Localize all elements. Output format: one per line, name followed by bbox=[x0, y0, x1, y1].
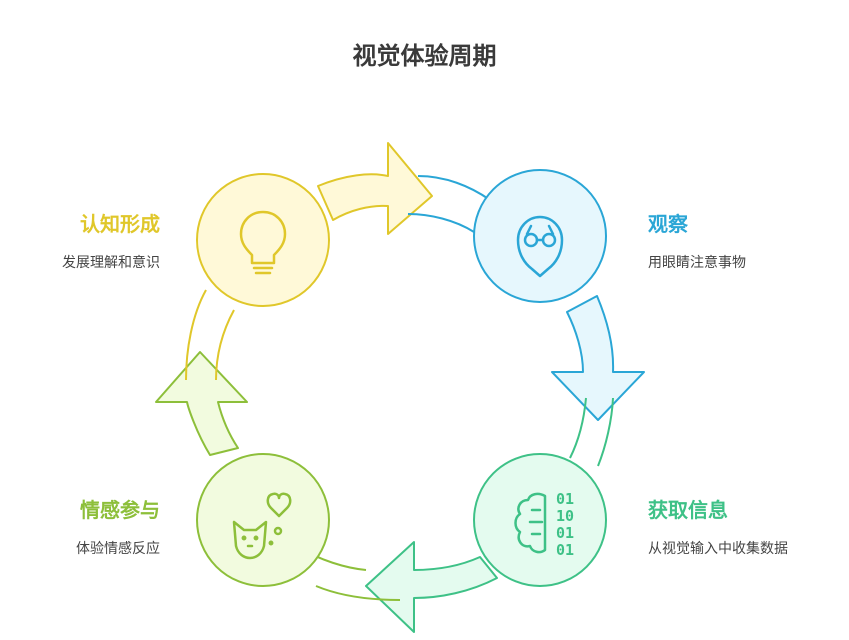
stage-title-observe: 观察 bbox=[648, 212, 688, 236]
stage-desc-emotion: 体验情感反应 bbox=[76, 541, 160, 557]
connector-arc bbox=[215, 309, 235, 381]
connector-arc bbox=[185, 289, 207, 381]
page-title: 视觉体验周期 bbox=[352, 42, 497, 70]
stage-circle-cognition bbox=[196, 173, 330, 307]
stage-desc-observe: 用眼睛注意事物 bbox=[648, 255, 746, 271]
lightbulb-icon bbox=[239, 210, 287, 275]
brain-binary-icon bbox=[514, 492, 547, 554]
stage-circle-observe bbox=[473, 169, 607, 303]
connector-arc bbox=[315, 585, 401, 601]
stage-title-cognition: 认知形成 bbox=[80, 212, 160, 236]
arrow-observe-to-info bbox=[551, 295, 645, 421]
stage-desc-info: 从视觉输入中收集数据 bbox=[648, 541, 788, 557]
stage-circle-emotion bbox=[196, 453, 330, 587]
connector-arc bbox=[417, 175, 491, 201]
binary-line-2: 10 bbox=[556, 507, 574, 525]
binoculars-pin-icon bbox=[516, 215, 564, 278]
arrow-info-to-emotion bbox=[365, 541, 498, 633]
stage-title-info: 获取信息 bbox=[648, 498, 728, 522]
connector-arc bbox=[597, 397, 614, 467]
binary-line-1: 01 bbox=[556, 490, 574, 508]
arrow-emotion-to-cognition bbox=[155, 351, 248, 456]
binary-line-4: 01 bbox=[556, 541, 574, 559]
stage-desc-cognition: 发展理解和意识 bbox=[62, 255, 160, 271]
binary-text: 01 10 01 01 bbox=[556, 490, 574, 559]
cat-heart-icon bbox=[232, 492, 292, 560]
arrow-cognition-to-observe bbox=[317, 142, 433, 235]
stage-title-emotion: 情感参与 bbox=[80, 498, 160, 522]
stage-circle-info bbox=[473, 453, 607, 587]
connector-arc bbox=[407, 213, 475, 233]
binary-line-3: 01 bbox=[556, 524, 574, 542]
connector-arc bbox=[569, 397, 587, 459]
